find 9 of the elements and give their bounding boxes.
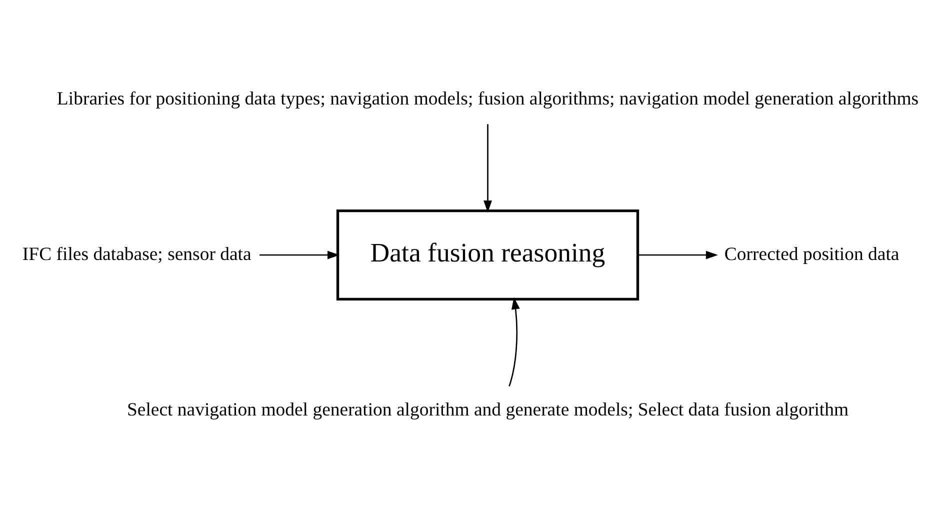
node-text: Libraries for positioning data types; navigation models; fusion algorithms; navigation model generation algorithms xyxy=(56,88,918,110)
arrow xyxy=(508,296,520,386)
node-text: IFC files database; sensor data xyxy=(22,243,251,264)
arrow xyxy=(483,124,492,212)
node-box: Data fusion reasoning xyxy=(336,208,639,300)
node-text: Corrected position data xyxy=(724,243,899,264)
arrow xyxy=(637,250,718,259)
node-text: Select navigation model generation algorithm and generate models; Select data fusion algorithm xyxy=(126,398,848,420)
arrow xyxy=(259,250,340,259)
